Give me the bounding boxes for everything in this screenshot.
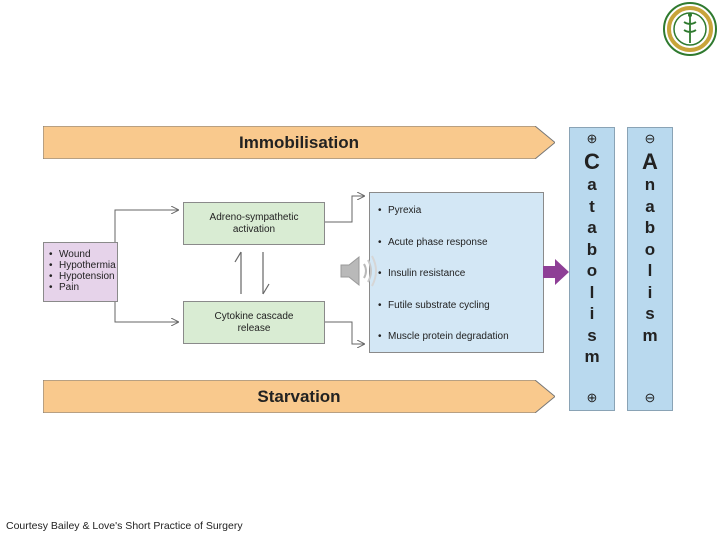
adreno-sympathetic-box: Adreno-sympathetic activation [183,202,325,245]
catabolism-letter: t [589,196,595,216]
causes-box: Wound Hypothermia Hypotension Pain [43,242,118,302]
anabolism-letter: b [644,218,656,237]
source-caption: Courtesy Bailey & Love's Short Practice … [6,520,243,532]
anabolism-letter: l [647,261,653,280]
minus-sign-icon: ⊖ [644,131,656,146]
catabolism-letter: a [587,218,597,237]
effects-box: Pyrexia Acute phase response Insulin res… [369,192,544,353]
catabolism-letter: i [589,304,595,323]
catabolism-letter: l [589,282,595,302]
cytokine-cascade-label: Cytokine cascade release [214,310,294,334]
cause-item: Pain [49,282,117,293]
catabolism-letter: b [586,239,598,259]
cytokine-cascade-box: Cytokine cascade release [183,301,325,344]
catabolism-letter: s [587,325,597,345]
plus-sign-icon: ⊕ [586,390,598,405]
catabolism-letter: m [584,347,600,366]
anabolism-letter: i [647,282,653,302]
purple-arrow-icon [543,259,569,285]
plus-sign-icon: ⊕ [586,131,598,146]
anabolism-column: ⊖ A n a b o l i s m ⊖ [627,127,673,411]
anabolism-letter: a [645,196,655,216]
effect-item: Acute phase response [378,237,543,269]
anabolism-letter: n [644,175,656,194]
starvation-banner: Starvation [43,380,555,413]
anabolism-letter: A [642,149,658,174]
immobilisation-banner: Immobilisation [43,126,555,159]
adreno-sympathetic-label: Adreno-sympathetic activation [209,211,299,235]
cause-item: Hypothermia [49,260,117,271]
catabolism-word: C a t a b o l i s m [570,149,614,368]
anabolism-word: A n a b o l i s m [628,149,672,346]
minus-sign-icon: ⊖ [644,390,656,405]
anabolism-letter: s [645,304,655,323]
cause-item: Hypotension [49,271,117,282]
university-seal-logo [663,2,717,56]
catabolism-letter: a [587,175,597,194]
catabolism-column: ⊕ C a t a b o l i s m ⊕ [569,127,615,411]
effect-item: Insulin resistance [378,268,543,300]
effect-item: Muscle protein degradation [378,331,543,363]
speaker-icon[interactable] [337,253,383,289]
anabolism-letter: m [642,325,658,345]
catabolism-letter: o [586,261,598,280]
catabolism-letter: C [584,149,600,174]
cause-item: Wound [49,249,117,260]
effect-item: Pyrexia [378,205,543,237]
anabolism-letter: o [644,239,656,259]
effect-item: Futile substrate cycling [378,300,543,332]
immobilisation-label: Immobilisation [239,133,359,152]
starvation-label: Starvation [257,387,341,406]
